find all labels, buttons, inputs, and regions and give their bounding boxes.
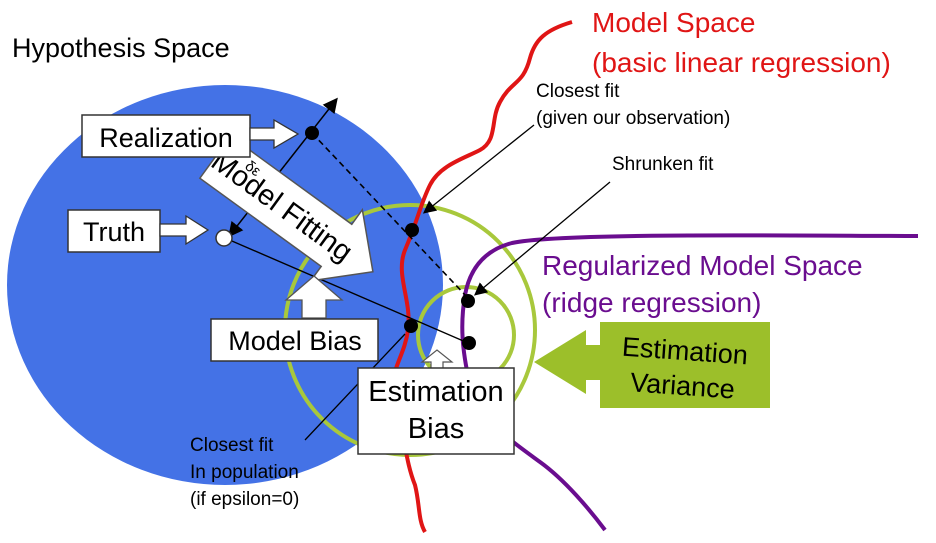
closest-fit-observation-line1: Closest fit [536, 81, 620, 102]
shrunken-fit-label: Shrunken fit [612, 154, 714, 175]
closest-fit-observation-line2: (given our observation) [536, 108, 730, 129]
realization-pointer-arrow [249, 118, 300, 150]
estimation-variance-label-line2: Variance [629, 367, 735, 404]
truth-point [215, 229, 233, 247]
realization-point [305, 126, 319, 140]
closest-fit-population-line1: Closest fit [190, 435, 274, 456]
shrunken-population-point [462, 336, 476, 350]
closest-fit-population-line2: In population [190, 462, 299, 483]
closest-fit-population-line3: (if epsilon=0) [190, 489, 299, 510]
realization-to-shrunken-dashed [311, 132, 469, 299]
model-space-title: Model Space [592, 7, 755, 38]
hypothesis-space-region [7, 85, 443, 485]
model-space-subtitle: (basic linear regression) [592, 47, 891, 78]
closest-fit-observation-point [405, 223, 419, 237]
estimation-bias-label-line1: Estimation [368, 376, 503, 408]
closest-fit-population-point [404, 319, 418, 333]
regularized-model-space-title: Regularized Model Space [542, 250, 863, 281]
shrunken-fit-pointer [474, 181, 611, 296]
estimation-variance-box [600, 322, 770, 408]
regularized-model-space-subtitle: (ridge regression) [542, 287, 761, 318]
truth-box [67, 209, 161, 253]
truth-label: Truth [83, 217, 145, 247]
realization-label: Realization [99, 123, 233, 153]
hypothesis-space-title: Hypothesis Space [12, 33, 230, 63]
model-bias-up-arrow [284, 275, 344, 319]
shrunken-fit-point [461, 294, 475, 308]
closest-fit-population-pointer [304, 333, 406, 441]
estimation-bias-box [357, 367, 515, 455]
truth-to-population-fit-line [224, 237, 469, 344]
model-bias-box [210, 318, 379, 362]
estimation-bias-label-line2: Bias [408, 413, 464, 445]
model-bias-label: Model Bias [228, 326, 362, 356]
truth-pointer-arrow [159, 214, 210, 246]
estimation-variance-arrow [534, 330, 602, 394]
closest-fit-observation-pointer [422, 124, 535, 214]
